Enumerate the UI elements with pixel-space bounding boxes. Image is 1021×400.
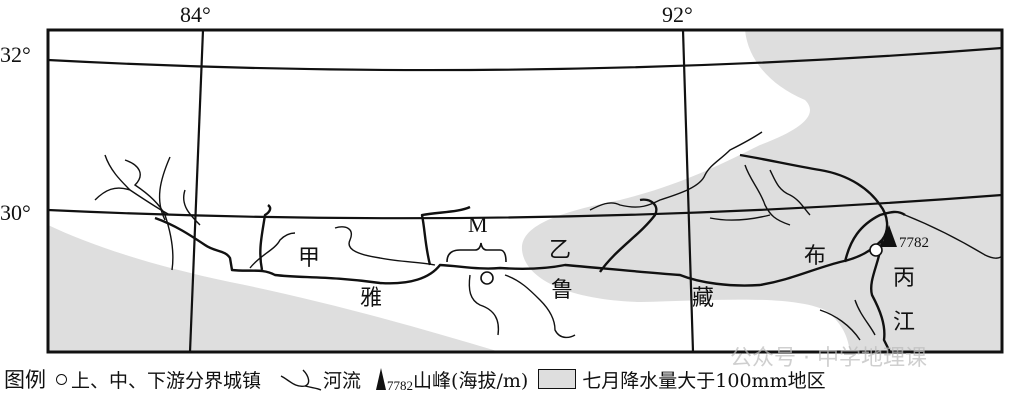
watermark: 公众号 · 中学地理课 [730, 346, 927, 371]
legend-peak-label: 山峰(海拔/m) [413, 369, 529, 392]
label-yi: 乙 [549, 238, 572, 263]
label-bing: 丙 [893, 266, 916, 291]
rain-area-swatch [538, 369, 577, 389]
mountain-peak-icon [881, 225, 897, 247]
rain-area-east [521, 30, 1002, 352]
longitude-label-92: 92° [662, 2, 693, 27]
legend-peak-sample: 7782 [387, 378, 414, 393]
town-circle-icon [56, 373, 67, 385]
legend-title: 图例 [4, 368, 46, 392]
meridian-84 [188, 29, 205, 353]
map-frame [46, 28, 1004, 354]
river-line-icon [280, 369, 322, 391]
legend-rain-label: 七月降水量大于100mm地区 [582, 369, 826, 392]
parallel-32 [47, 46, 1003, 72]
legend-river-label: 河流 [323, 369, 362, 392]
label-bu: 布 [804, 244, 827, 269]
meridian-92 [681, 29, 695, 353]
town-marker-middle-lower [869, 243, 883, 257]
parallel-30 [47, 193, 1003, 220]
label-lu: 鲁 [551, 278, 574, 303]
longitude-label-84: 84° [180, 2, 211, 27]
rain-area-southwest [48, 225, 500, 352]
graticule [47, 29, 1003, 353]
label-ya: 雅 [360, 286, 383, 311]
label-jiang: 江 [893, 310, 916, 335]
peak-elevation-label: 7782 [899, 235, 929, 251]
label-zang: 藏 [692, 286, 715, 311]
peak-triangle-icon [376, 368, 387, 390]
legend: 图例 上、中、下游分界城镇 河流 7782 山峰(海拔/m) 七月降水量大于10… [4, 364, 826, 394]
latitude-label-32: 32° [0, 42, 31, 67]
tributary-rivers [94, 131, 1003, 341]
label-jia: 甲 [298, 246, 321, 271]
town-marker-upper-middle [480, 271, 494, 285]
legend-town-label: 上、中、下游分界城镇 [71, 369, 262, 392]
m-section-bracket [446, 242, 507, 263]
label-m: M [468, 212, 488, 237]
main-river [154, 153, 906, 353]
latitude-label-30: 30° [0, 200, 31, 225]
